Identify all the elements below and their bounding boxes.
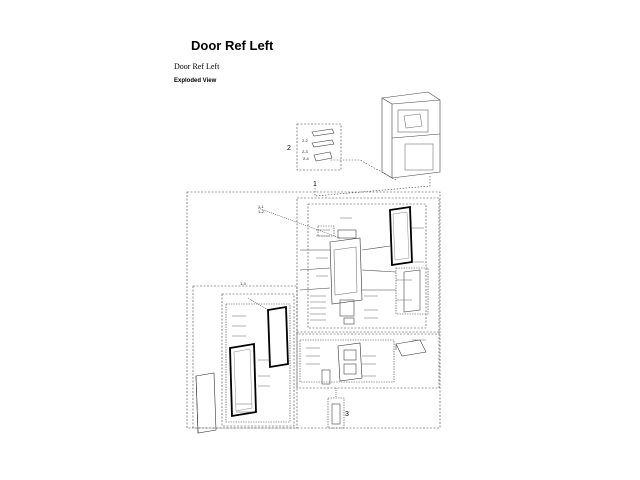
callout-2-2: 2-2: [302, 138, 309, 143]
dispenser-housing: [321, 342, 363, 385]
callout-3: 3: [345, 411, 349, 418]
callout-1-1: 1-1: [258, 204, 265, 209]
refrigerator-illustration: [381, 91, 441, 179]
callout-1-2: 1-2: [258, 209, 265, 214]
door-outer-panel: [195, 372, 217, 434]
view-caption: Exploded View: [174, 78, 217, 84]
assembly-1-box: [186, 191, 441, 429]
callout-1: 1: [313, 181, 317, 188]
page-subtitle: Door Ref Left: [174, 62, 220, 71]
page-title: Door Ref Left: [191, 38, 274, 53]
lower-door-panel: [229, 305, 289, 418]
part-group-2-box: [296, 123, 342, 171]
part-group-3-box: [327, 397, 345, 429]
door-gasket-frame: [389, 205, 413, 267]
callout-1-3: 1-3: [240, 281, 247, 286]
callout-2-4: 2-4: [303, 156, 310, 161]
leader-line: [314, 176, 431, 197]
callout-2-3: 2-3: [302, 149, 309, 154]
callout-2: 2: [287, 145, 291, 152]
dispenser-panel: [329, 229, 363, 325]
part-number-labels: [232, 217, 426, 413]
